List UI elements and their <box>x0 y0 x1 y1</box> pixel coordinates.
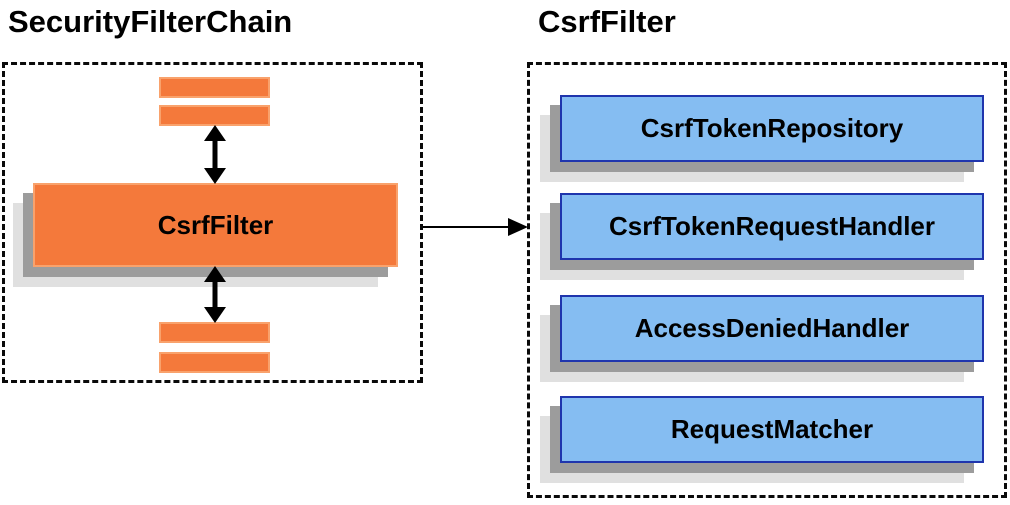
component-box-label: CsrfTokenRepository <box>640 113 904 143</box>
double-headed-arrow-top <box>204 125 226 184</box>
filter-placeholder-bar-top-2 <box>159 105 270 126</box>
component-box-label: CsrfTokenRequestHandler <box>608 211 936 241</box>
filter-placeholder-bar-bottom-2 <box>159 352 270 373</box>
security-filter-chain-title: SecurityFilterChain <box>8 4 293 39</box>
csrf-filter-box-label: CsrfFilter <box>157 209 274 240</box>
csrf-filter-panel-title: CsrfFilter <box>538 4 676 39</box>
component-box-csrf-token-repository: CsrfTokenRepository <box>560 95 984 162</box>
component-box-access-denied-handler: AccessDeniedHandler <box>560 295 984 362</box>
component-box-label: AccessDeniedHandler <box>634 313 910 343</box>
component-box-csrf-token-request-handler: CsrfTokenRequestHandler <box>560 193 984 260</box>
double-headed-arrow-bottom <box>204 266 226 323</box>
csrf-filter-boundary <box>527 62 1007 498</box>
connector-arrow <box>423 218 528 236</box>
filter-placeholder-bar-top-1 <box>159 77 270 98</box>
filter-placeholder-bar-bottom-1 <box>159 322 270 343</box>
component-box-label: RequestMatcher <box>670 414 874 444</box>
security-filter-chain-boundary <box>2 62 423 383</box>
component-box-request-matcher: RequestMatcher <box>560 396 984 463</box>
csrf-filter-box: CsrfFilter <box>33 183 398 267</box>
